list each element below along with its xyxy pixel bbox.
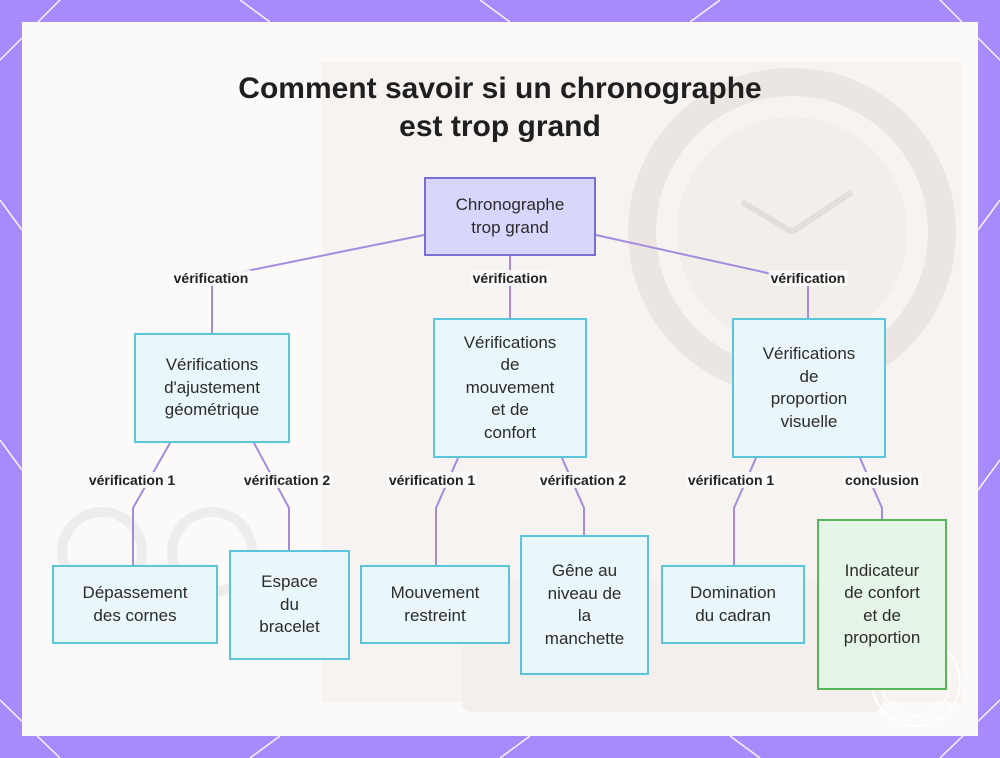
edge-label-geometric-bracelet: vérification 2 <box>241 472 333 488</box>
edge-label-root-geometric: vérification <box>171 270 251 286</box>
edge-visual-conclusion <box>859 457 883 519</box>
node-sleeve-label: Gêne au niveau de la manchette <box>544 561 625 648</box>
node-restricted-movement-label: Mouvement restreint <box>390 583 480 625</box>
diagram-card: Comment savoir si un chronographe est tr… <box>22 22 978 736</box>
edge-label-visual-dial: vérification 1 <box>685 472 777 488</box>
edge-label-movement-sleeve: vérification 2 <box>537 472 629 488</box>
edge-movement-sleeve <box>561 457 585 535</box>
node-conclusion: Indicateur de confort et de proportion <box>817 519 947 690</box>
edge-label-root-visual: vérification <box>768 270 848 286</box>
node-root-label: Chronographe trop grand <box>455 195 565 237</box>
node-dial: Domination du cadran <box>661 565 805 644</box>
node-restricted-movement: Mouvement restreint <box>360 565 510 644</box>
edge-label-root-movement: vérification <box>470 270 550 286</box>
node-geometric-checks: Vérifications d'ajustement géométrique <box>134 333 290 443</box>
node-movement-checks-label: Vérifications de mouvement et de confort <box>463 332 557 442</box>
node-horns: Dépassement des cornes <box>52 565 218 644</box>
node-sleeve: Gêne au niveau de la manchette <box>520 535 649 675</box>
node-bracelet: Espace du bracelet <box>229 550 350 660</box>
node-visual-checks-label: Vérifications de proportion visuelle <box>762 344 856 431</box>
edge-label-movement-movement: vérification 1 <box>386 472 478 488</box>
title-line-1: Comment savoir si un chronographe <box>238 72 762 105</box>
edge-geometric-horns <box>132 442 171 565</box>
node-geometric-checks-label: Vérifications d'ajustement géométrique <box>164 355 260 420</box>
diagram-title: Comment savoir si un chronographe est tr… <box>22 70 978 146</box>
node-bracelet-label: Espace du bracelet <box>259 572 320 637</box>
edge-geometric-bracelet <box>253 442 290 550</box>
edge-label-visual-conclusion: conclusion <box>843 472 921 488</box>
node-movement-checks: Vérifications de mouvement et de confort <box>433 318 587 458</box>
edge-label-geometric-horns: vérification 1 <box>86 472 178 488</box>
node-root: Chronographe trop grand <box>424 177 596 256</box>
node-visual-checks: Vérifications de proportion visuelle <box>732 318 886 458</box>
title-line-2: est trop grand <box>399 110 601 143</box>
node-horns-label: Dépassement des cornes <box>82 583 188 625</box>
node-conclusion-label: Indicateur de confort et de proportion <box>843 560 921 648</box>
node-dial-label: Domination du cadran <box>690 583 776 625</box>
